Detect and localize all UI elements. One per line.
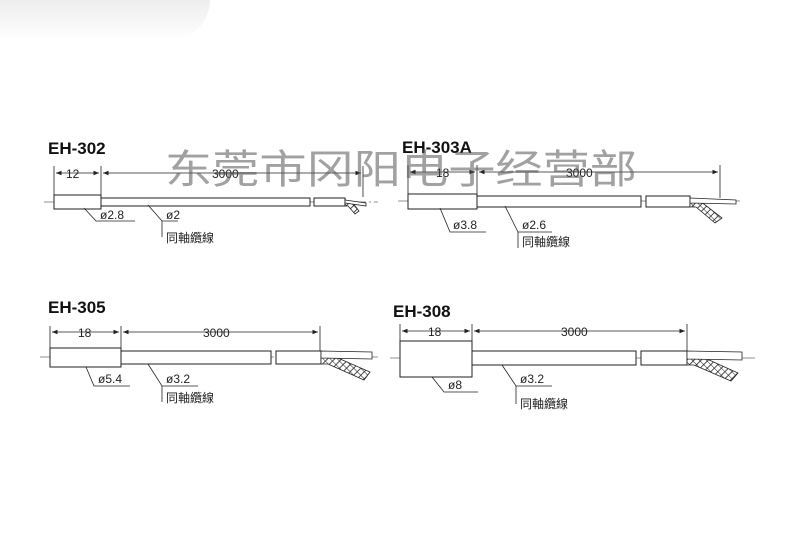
cable-type-label: 同軸纜線	[166, 390, 214, 405]
cable-type-label: 同軸纜線	[166, 230, 214, 245]
head-length-label: 18	[428, 325, 442, 339]
model-title: EH-308	[393, 302, 451, 321]
cable-diameter-label: ø2.6	[522, 218, 546, 232]
cable-diameter-label: ø2	[166, 208, 180, 222]
sensor-eh-305: EH-305 18 3000 ø5.4 ø3.2 同軸纜線	[40, 298, 378, 405]
cable-length-label: 3000	[203, 326, 230, 340]
cable-diameter-label: ø3.2	[166, 372, 190, 386]
model-title: EH-303A	[402, 138, 472, 157]
head-diameter-label: ø2.8	[100, 208, 124, 222]
cable-type-label: 同軸纜線	[520, 396, 568, 411]
sensor-eh-308: EH-308 18 3000 ø8 ø3.2 同軸纜線	[390, 302, 755, 411]
model-title: EH-302	[48, 139, 106, 158]
sensor-eh-302: EH-302 12 3000 ø2.8 ø2 同軸纜線	[44, 139, 378, 245]
cable-length-label: 3000	[561, 325, 588, 339]
top-left-shadow	[0, 0, 210, 40]
watermark-text: 东莞市冈阳电子经营部	[165, 147, 637, 193]
cable-type-label: 同軸纜線	[522, 234, 570, 249]
sensor-eh-303a: EH-303A 18 3000 ø3.8 ø2.6 同軸纜線	[398, 138, 740, 249]
head-diameter-label: ø8	[448, 378, 462, 392]
head-length-label: 18	[436, 166, 450, 180]
cable-length-label: 3000	[566, 166, 593, 180]
head-diameter-label: ø3.8	[453, 218, 477, 232]
head-length-label: 18	[78, 326, 92, 340]
model-title: EH-305	[48, 298, 106, 317]
cable-diameter-label: ø3.2	[520, 372, 544, 386]
head-length-label: 12	[66, 167, 80, 181]
head-diameter-label: ø5.4	[98, 372, 122, 386]
cable-length-label: 3000	[212, 167, 239, 181]
